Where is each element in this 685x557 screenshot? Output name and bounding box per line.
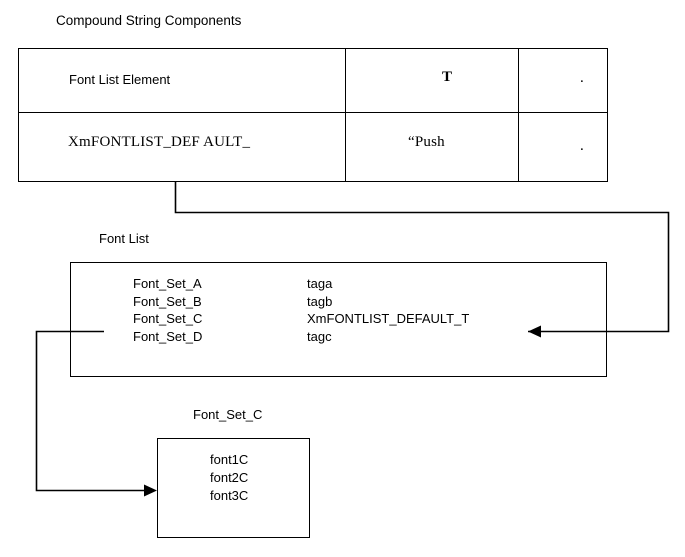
table-row: Font List Element [69,72,171,87]
table-cell-r1c3: . [580,70,584,86]
list-item-tag: taga [307,276,333,291]
list-item-tag: XmFONTLIST_DEFAULT_T [307,311,470,326]
table-column-divider-1 [345,48,346,182]
list-item-tag: tagb [307,294,333,309]
list-item: Font_Set_D [133,329,203,344]
font-entry: font3C [210,488,249,503]
list-item-tag: tagc [307,329,332,344]
table-cell-r1c2: T [442,69,453,85]
arrowhead-right-icon [144,484,157,497]
font-set-c-label: Font_Set_C [193,407,263,422]
table-cell-r2c1: XmFONTLIST_DEF AULT_ [68,134,251,150]
table-cell-r2c2: “Push [408,134,445,150]
diagram-title: Compound String Components [56,13,242,28]
font-list-label: Font List [99,231,149,246]
compound-string-table [18,48,608,182]
table-cell-r2c3: . [580,138,584,154]
list-item: Font_Set_C [133,311,203,326]
font-entry: font1C [210,452,249,467]
list-item: Font_Set_A [133,276,202,291]
table-row-divider [18,112,608,113]
list-item: Font_Set_B [133,294,202,309]
font-entry: font2C [210,470,249,485]
font-set-c-box [157,438,310,538]
table-column-divider-2 [518,48,519,182]
